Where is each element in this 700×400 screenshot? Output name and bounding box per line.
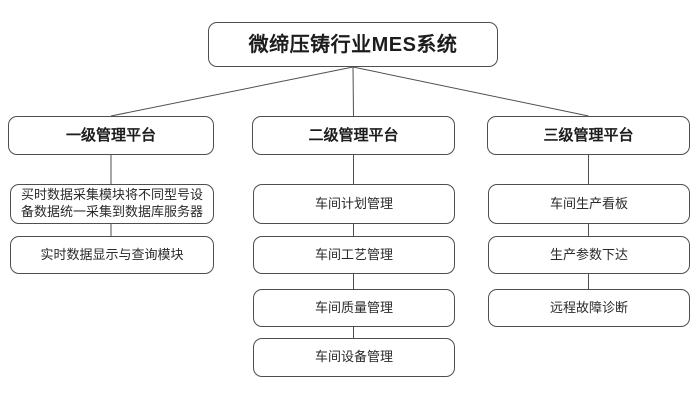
node-workshop-plan-mgmt-label: 车间计划管理 xyxy=(314,195,393,211)
node-realtime-data-collection: 买时数据采集模块将不同型号设备数据统一采集到数据库服务器 xyxy=(10,184,214,224)
node-platform-level2-label: 二级管理平台 xyxy=(308,126,399,144)
node-platform-level1: 一级管理平台 xyxy=(8,116,214,155)
node-workshop-production-board-label: 车间生产看板 xyxy=(549,195,628,211)
node-platform-level2: 二级管理平台 xyxy=(252,116,455,155)
node-realtime-display-query: 实时数据显示与查询模块 xyxy=(10,236,214,274)
node-workshop-quality-mgmt: 车间质量管理 xyxy=(253,289,455,327)
node-workshop-process-mgmt-label: 车间工艺管理 xyxy=(314,246,393,262)
node-remote-fault-diagnosis: 远程故障诊断 xyxy=(488,289,690,327)
node-platform-level3: 三级管理平台 xyxy=(487,116,690,155)
node-workshop-process-mgmt: 车间工艺管理 xyxy=(253,236,455,274)
node-workshop-plan-mgmt: 车间计划管理 xyxy=(253,184,455,224)
node-root: 微缔压铸行业MES系统 xyxy=(208,22,498,67)
node-workshop-equipment-mgmt: 车间设备管理 xyxy=(253,338,455,377)
node-platform-level3-label: 三级管理平台 xyxy=(543,126,634,144)
node-platform-level1-label: 一级管理平台 xyxy=(65,126,156,144)
node-workshop-quality-mgmt-label: 车间质量管理 xyxy=(314,299,393,315)
node-remote-fault-diagnosis-label: 远程故障诊断 xyxy=(549,299,628,315)
node-workshop-equipment-mgmt-label: 车间设备管理 xyxy=(314,349,393,365)
node-workshop-production-board: 车间生产看板 xyxy=(488,184,690,224)
node-root-label: 微缔压铸行业MES系统 xyxy=(248,33,458,56)
node-production-params-dispatch-label: 生产参数下达 xyxy=(549,246,628,262)
node-realtime-display-query-label: 实时数据显示与查询模块 xyxy=(40,246,184,262)
node-realtime-data-collection-label: 买时数据采集模块将不同型号设备数据统一采集到数据库服务器 xyxy=(20,187,203,219)
node-production-params-dispatch: 生产参数下达 xyxy=(488,236,690,274)
